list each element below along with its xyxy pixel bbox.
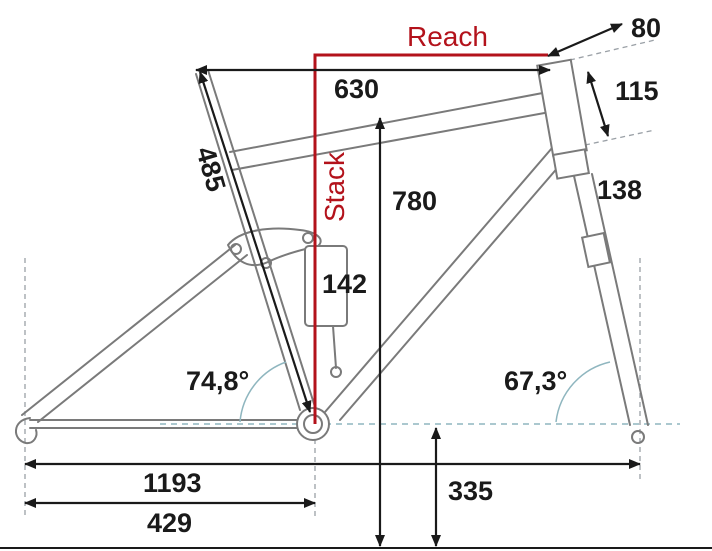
fork-lower (580, 231, 612, 269)
headset-cup (552, 148, 590, 180)
head-angle-value: 67,3° (504, 366, 567, 396)
head-tube-dimension-line (586, 71, 610, 137)
rear-dropout (15, 417, 38, 445)
dimension-lines (0, 22, 712, 549)
rocker-pivot-3 (302, 232, 314, 244)
rear-shock-shaft (332, 325, 337, 369)
bb-height-value: 335 (448, 476, 493, 506)
chainstay (29, 419, 301, 429)
stack-label: Stack (319, 151, 350, 222)
fork-value: 138 (597, 175, 642, 205)
reach-label: Reach (407, 21, 488, 52)
front-axle (631, 430, 645, 444)
reach-offset-value: 80 (631, 13, 661, 43)
fork (573, 173, 649, 426)
head-tube-value: 115 (615, 76, 659, 106)
shock-mount-lower (330, 366, 342, 378)
shock-value: 142 (322, 269, 367, 299)
bottom-bracket-inner (303, 414, 323, 434)
chainstay-value: 429 (147, 508, 192, 538)
stack-line (313, 53, 548, 424)
rocker-pivot-1 (230, 243, 242, 255)
headtube-bottom-ref (584, 129, 656, 146)
reach-stack-lines (313, 53, 548, 424)
seat-tube-dimension-line (198, 71, 312, 413)
top-tube-value: 630 (334, 74, 379, 104)
seat-tube (195, 69, 317, 411)
headtube-top-ref (569, 39, 656, 61)
top-tube (229, 91, 551, 171)
wheelbase-value: 1193 (143, 468, 202, 498)
head-angle-arc (555, 361, 611, 423)
seat-angle-value: 74,8° (186, 366, 249, 396)
reach-offset-dimension-line (547, 22, 623, 58)
head-tube (536, 58, 588, 158)
stack-value: 780 (392, 186, 437, 216)
bottom-bracket (296, 407, 330, 441)
